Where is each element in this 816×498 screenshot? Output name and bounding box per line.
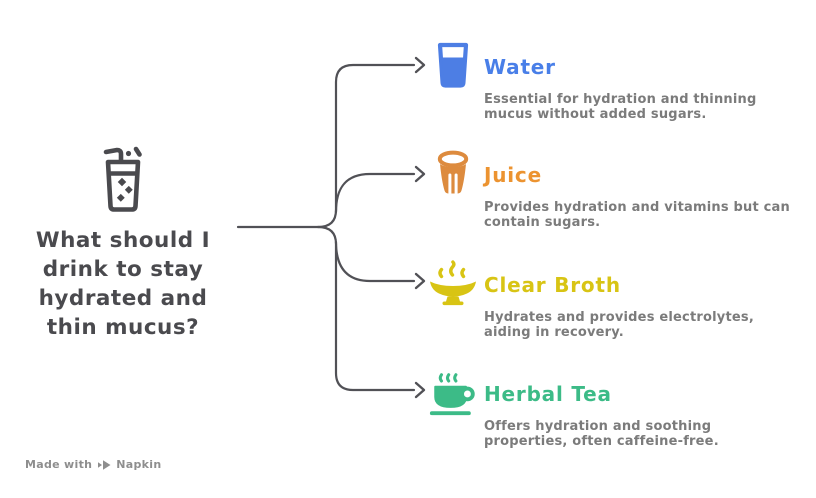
branch-water[interactable]: Water Essential for hydration and thinni… — [428, 42, 757, 122]
description-line: Hydrates and provides electrolytes, — [484, 310, 754, 325]
description-line: mucus without added sugars. — [484, 107, 707, 122]
question-line: thin mucus? — [46, 315, 200, 340]
drink-cup-with-straw-icon — [95, 146, 151, 212]
description-line: Essential for hydration and thinning — [484, 92, 757, 107]
watermark-brand[interactable]: Napkin — [116, 458, 162, 471]
description-line: Provides hydration and vitamins but can — [484, 200, 790, 215]
branch-herbal-tea[interactable]: Herbal Tea Offers hydration and soothing… — [428, 369, 719, 449]
root-question: What should I drink to stay hydrated and… — [36, 226, 210, 342]
tea-cup-icon — [428, 369, 478, 417]
branch-title: Water — [484, 55, 556, 79]
arrowhead-water — [414, 56, 426, 74]
arrowhead-broth — [414, 272, 426, 290]
question-line: drink to stay — [42, 257, 204, 282]
branch-clear-broth[interactable]: Clear Broth Hydrates and provides electr… — [428, 260, 754, 340]
question-line: What should I — [35, 228, 211, 253]
branch-line-juice — [334, 172, 416, 214]
branch-juice[interactable]: Juice Provides hydration and vitamins bu… — [428, 150, 790, 230]
description-line: Offers hydration and soothing — [484, 419, 712, 434]
watermark: Made with Napkin — [25, 458, 162, 471]
broth-bowl-icon — [428, 260, 478, 308]
branch-title: Juice — [484, 163, 542, 187]
question-line: hydrated and — [38, 286, 208, 311]
arrowhead-tea — [414, 381, 426, 399]
napkin-logo-icon — [97, 459, 111, 471]
arrowhead-juice — [414, 165, 426, 183]
root-node[interactable]: What should I drink to stay hydrated and… — [18, 146, 228, 342]
description-line: properties, often caffeine-free. — [484, 434, 719, 449]
branch-title: Herbal Tea — [484, 382, 612, 406]
branch-line-tea — [316, 225, 416, 392]
branch-description: Offers hydration and soothing properties… — [484, 419, 719, 449]
juice-glass-icon — [428, 150, 478, 198]
description-line: aiding in recovery. — [484, 325, 624, 340]
branch-line-broth — [334, 240, 416, 283]
branch-description: Provides hydration and vitamins but can … — [484, 200, 790, 230]
branch-title: Clear Broth — [484, 273, 621, 297]
branch-description: Hydrates and provides electrolytes, aidi… — [484, 310, 754, 340]
watermark-prefix: Made with — [25, 458, 93, 471]
water-glass-icon — [428, 42, 478, 90]
branch-description: Essential for hydration and thinning muc… — [484, 92, 757, 122]
branch-line-water — [316, 63, 416, 229]
description-line: contain sugars. — [484, 215, 601, 230]
